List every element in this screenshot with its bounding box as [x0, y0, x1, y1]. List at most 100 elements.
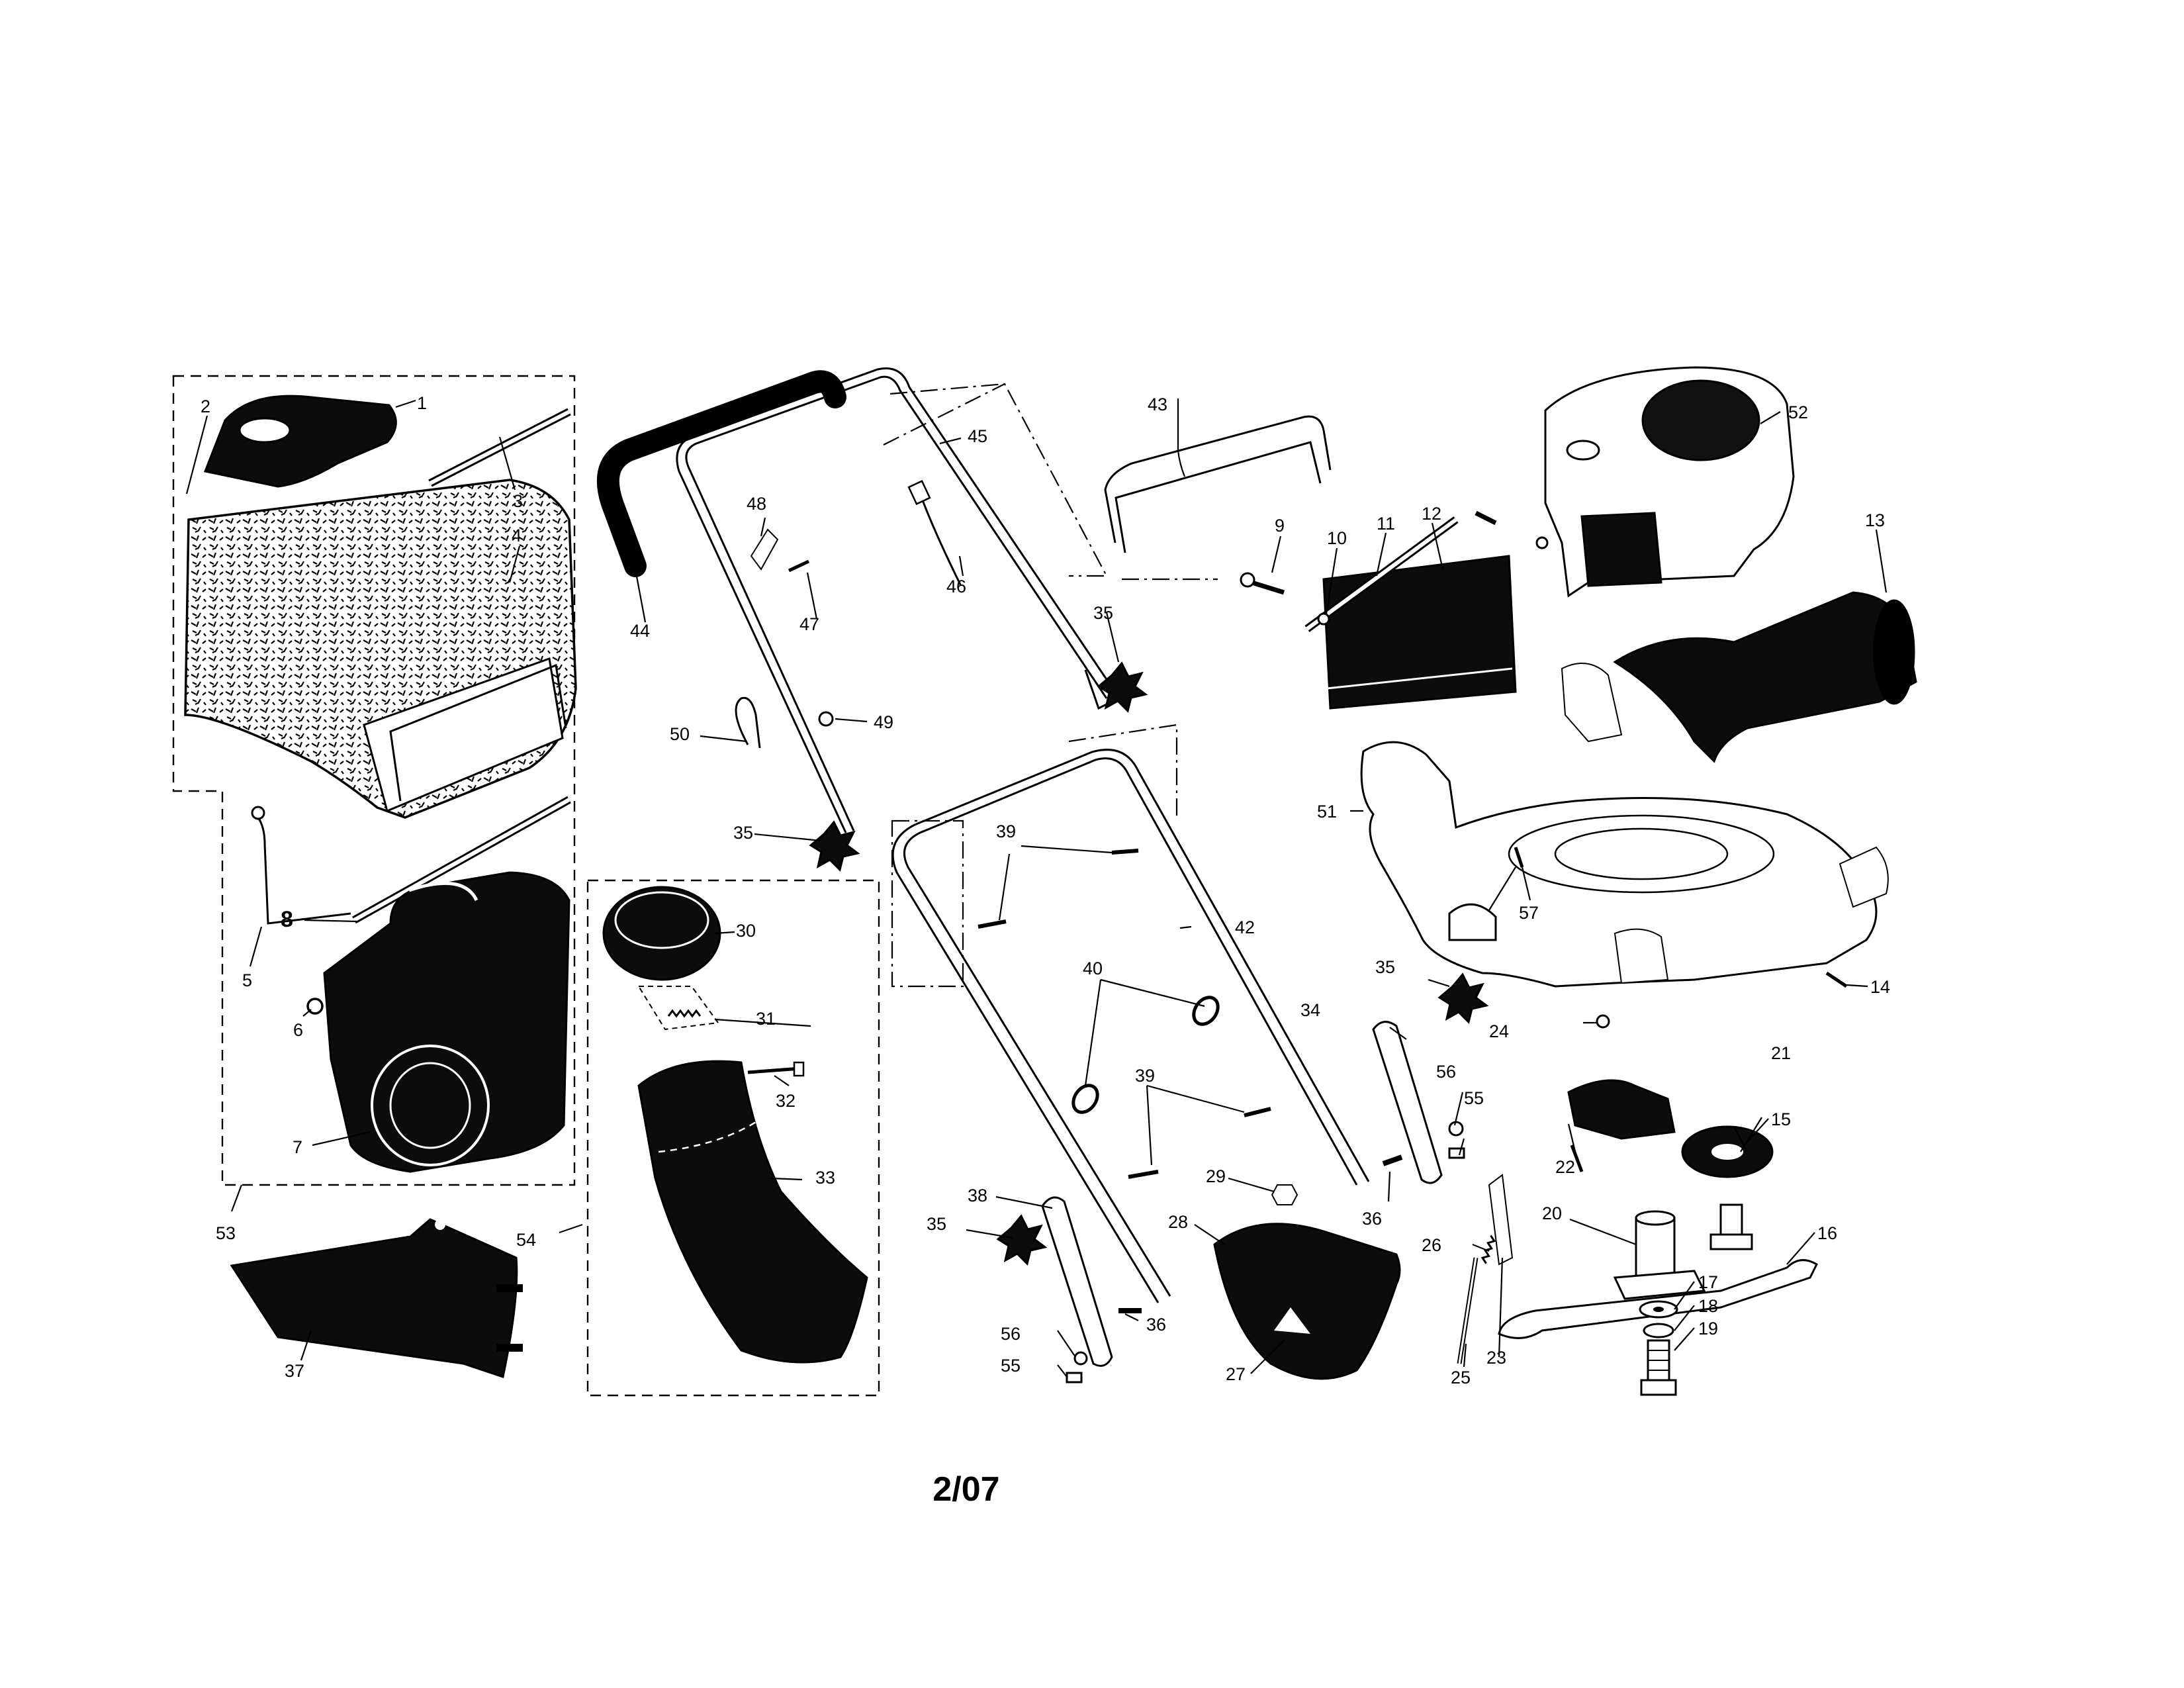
- part-label-48: 48: [747, 494, 766, 514]
- handle-bracket-part-38: [1041, 1196, 1113, 1367]
- part-label-40: 40: [1083, 959, 1103, 978]
- part-label-22: 22: [1555, 1157, 1575, 1177]
- blade-part-16: [1498, 1259, 1818, 1339]
- deck-part-51: [1360, 741, 1889, 988]
- nut-part-49: [818, 711, 834, 727]
- part-label-36-bottom: 36: [1146, 1315, 1166, 1335]
- mulch-plug-part-30: [602, 886, 721, 981]
- part-label-35-upper: 35: [1093, 603, 1113, 623]
- blade-adapter-part-21: [1567, 1079, 1774, 1178]
- part-label-17: 17: [1698, 1272, 1718, 1292]
- part-label-42: 42: [1235, 917, 1255, 937]
- rear-door-part-27: [1213, 1223, 1401, 1380]
- bolt-part-57: [1514, 847, 1524, 868]
- rear-baffle-part: [1561, 663, 1623, 743]
- part-label-30: 30: [736, 921, 756, 941]
- rod-part-50: [735, 696, 761, 749]
- part-label-46: 46: [946, 577, 966, 596]
- handle-group-boundaries: [883, 383, 1218, 988]
- cable-tie-part-40: [1071, 996, 1220, 1114]
- part-label-24: 24: [1489, 1021, 1509, 1041]
- part-label-35-left: 35: [733, 823, 753, 843]
- part-label-6: 6: [293, 1020, 303, 1040]
- part-label-4: 4: [512, 526, 522, 545]
- part-label-49: 49: [874, 712, 893, 732]
- part-label-1: 1: [417, 393, 427, 413]
- part-label-56-bottom: 56: [1001, 1324, 1021, 1344]
- knob-35-right: [1437, 972, 1489, 1024]
- blade-bolt-part-19: [1640, 1339, 1677, 1396]
- part-label-34: 34: [1300, 1000, 1320, 1020]
- part-label-26: 26: [1422, 1235, 1441, 1255]
- part-label-23: 23: [1486, 1348, 1506, 1368]
- part-label-28: 28: [1168, 1212, 1188, 1232]
- bolt-part-39-lower: [1128, 1107, 1271, 1179]
- part-label-3: 3: [513, 491, 523, 511]
- part-labels: 1 2 3 4 5 6 7 8 9 10 11 12 13 14 15 16 1…: [201, 393, 1890, 1387]
- part-label-38: 38: [968, 1186, 987, 1205]
- part-label-35-right: 35: [1375, 957, 1395, 977]
- bolt-part-36: [1118, 1154, 1403, 1313]
- revision-date-code: 2/07: [933, 1470, 1000, 1509]
- part-label-55-bottom: 55: [1001, 1356, 1021, 1376]
- rear-shield-part-13: [1613, 591, 1917, 763]
- screw-part-14: [1825, 971, 1848, 988]
- side-discharge-chute-part-37: [230, 1218, 523, 1378]
- part-label-56-right: 56: [1436, 1062, 1456, 1082]
- handle-bracket-part-34: [1372, 1021, 1443, 1184]
- part-label-33: 33: [815, 1168, 835, 1188]
- bag-rod-part-3: [428, 408, 571, 487]
- part-label-50: 50: [670, 724, 690, 744]
- bolt-part-39-upper: [978, 849, 1139, 929]
- knob-35-bottom: [996, 1214, 1048, 1266]
- rod-part-25: [1457, 1257, 1479, 1364]
- washer-part-17: [1639, 1300, 1678, 1319]
- lock-washer-part-18: [1643, 1323, 1674, 1338]
- part-label-9: 9: [1275, 516, 1285, 536]
- engine-part-52: [1544, 366, 1795, 598]
- grip-part-44: [596, 370, 846, 577]
- rod-part-11: [1304, 516, 1459, 632]
- part-label-39-lower: 39: [1135, 1066, 1155, 1086]
- washer-parts-55-56: [1066, 1121, 1465, 1383]
- grass-bag-part-4: [184, 479, 577, 819]
- part-label-44: 44: [630, 621, 650, 641]
- part-label-2: 2: [201, 397, 210, 416]
- part-label-8: 8: [281, 907, 293, 932]
- part-label-54: 54: [516, 1230, 536, 1250]
- part-label-5: 5: [242, 970, 252, 990]
- part-label-31: 31: [756, 1009, 776, 1029]
- part-label-47: 47: [799, 614, 819, 634]
- part-label-53: 53: [216, 1223, 236, 1243]
- part-label-29: 29: [1206, 1166, 1226, 1186]
- part-label-52: 52: [1788, 402, 1808, 422]
- rear-bar-part-43: [1104, 415, 1332, 553]
- bracket-part-48: [750, 528, 779, 571]
- mulch-kit-boundary: [586, 879, 880, 1397]
- leader-lines: [185, 399, 1888, 1378]
- part-label-20: 20: [1542, 1203, 1562, 1223]
- part-label-10: 10: [1327, 528, 1347, 548]
- latch-rod-part-5: [251, 806, 351, 925]
- screw-part-32: [747, 1061, 805, 1077]
- adapter-part-20: [1613, 1210, 1706, 1300]
- bolt-part-47: [788, 559, 810, 573]
- part-label-13: 13: [1865, 510, 1885, 530]
- part-label-57: 57: [1519, 903, 1539, 923]
- part-label-35-bottom: 35: [927, 1214, 946, 1234]
- cable-part-46: [907, 480, 962, 586]
- part-label-18: 18: [1698, 1296, 1718, 1316]
- bolt-part-15: [1709, 1203, 1753, 1250]
- part-label-51: 51: [1317, 802, 1337, 821]
- rear-bag-frame-part-7: [323, 871, 570, 1173]
- lower-handle-part-42: [891, 749, 1370, 1303]
- part-label-45: 45: [968, 426, 987, 446]
- part-label-37: 37: [285, 1361, 304, 1381]
- nut-part-24: [1596, 1014, 1610, 1029]
- torsion-spring-part-29: [1271, 1184, 1298, 1205]
- bag-frame-rod-part-8: [352, 796, 571, 924]
- part-label-11: 11: [1377, 514, 1395, 534]
- knob-35-left: [809, 820, 860, 872]
- part-label-43: 43: [1148, 395, 1167, 414]
